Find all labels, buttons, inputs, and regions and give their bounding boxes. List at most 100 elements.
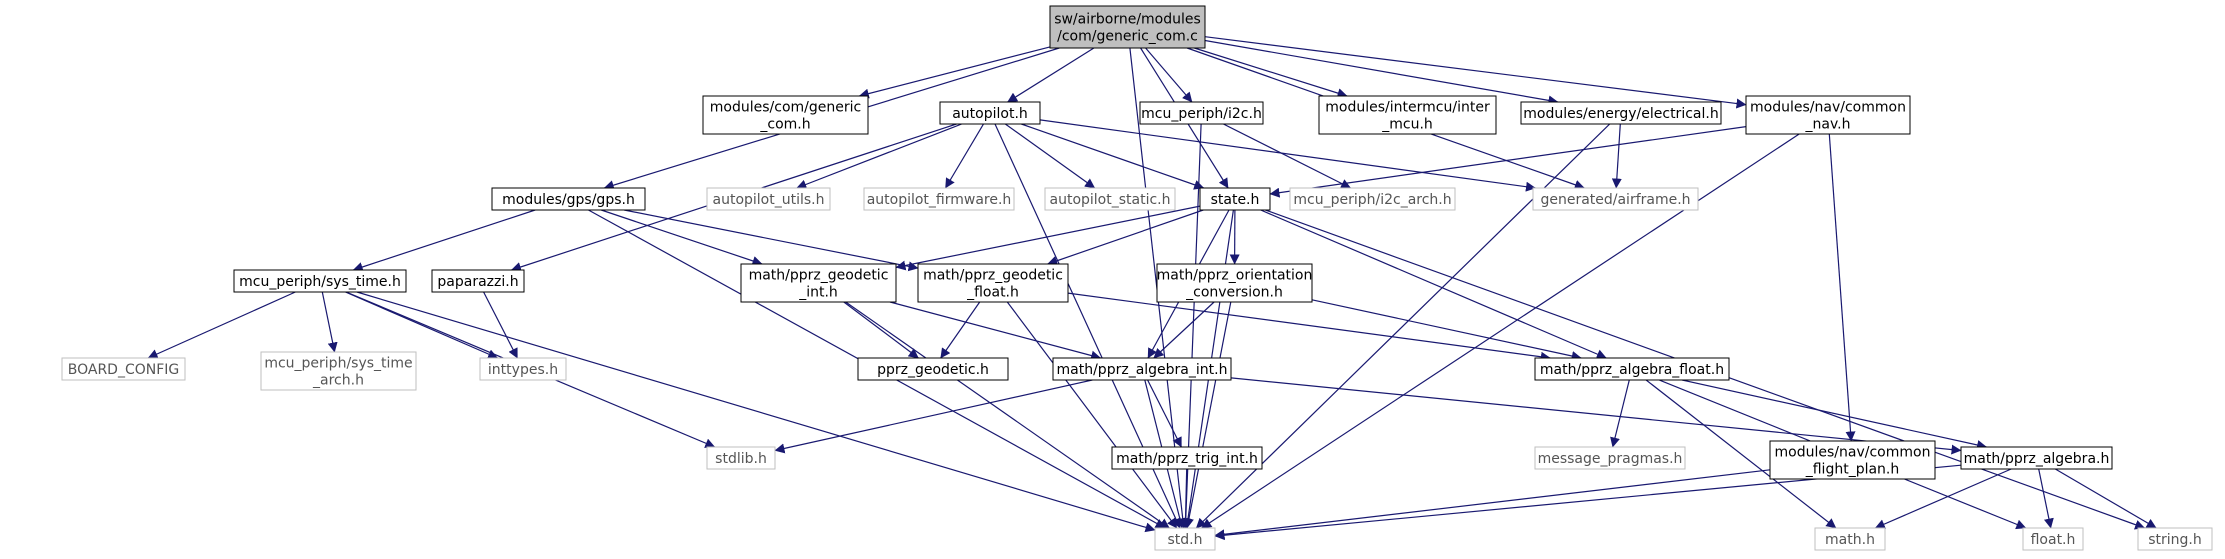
- node-electrical[interactable]: modules/energy/electrical.h: [1520, 101, 1722, 125]
- node-box: [706, 187, 831, 211]
- node-box: [1049, 5, 1206, 49]
- node-paparazzi[interactable]: paparazzi.h: [431, 269, 525, 293]
- node-box: [706, 446, 776, 470]
- edge-root-to-i2c: [1145, 47, 1193, 103]
- node-label: modules/intermcu/inter: [1325, 100, 1490, 116]
- edge-root-to-autopilot: [1007, 47, 1095, 103]
- node-commonnav[interactable]: modules/nav/common_nav.h: [1745, 95, 1911, 135]
- node-apu: autopilot_utils.h: [706, 187, 831, 211]
- node-label: math/pprz_geodetic: [749, 268, 889, 284]
- node-box: [857, 357, 1009, 381]
- edge-pai-to-pti: [1147, 379, 1182, 448]
- edge-state-to-pgi: [895, 205, 1201, 271]
- node-state[interactable]: state.h: [1199, 187, 1271, 211]
- node-box: [1520, 101, 1722, 125]
- node-pai[interactable]: math/pprz_algebra_int.h: [1052, 357, 1232, 381]
- node-label: pprz_geodetic.h: [877, 362, 989, 378]
- node-box: [702, 95, 869, 135]
- node-root[interactable]: sw/airborne/modules/com/generic_com.c: [1049, 5, 1206, 49]
- node-box: [2022, 527, 2084, 551]
- edge-gps-to-pgi: [601, 209, 763, 266]
- node-math: math.h: [1814, 527, 1886, 551]
- node-autopilot[interactable]: autopilot.h: [939, 101, 1041, 125]
- edge-poc-to-std: [1183, 301, 1232, 529]
- node-i2c[interactable]: mcu_periph/i2c.h: [1139, 101, 1264, 125]
- node-box: [1156, 263, 1313, 303]
- node-gps[interactable]: modules/gps/gps.h: [491, 187, 646, 211]
- edge-poc-to-pai: [1153, 301, 1215, 359]
- node-aps: autopilot_static.h: [1044, 187, 1176, 211]
- node-label: _int.h: [798, 285, 838, 301]
- node-i2carch: mcu_periph/i2c_arch.h: [1289, 187, 1456, 211]
- edge-state-to-pgf: [1047, 209, 1204, 266]
- node-label: _nav.h: [1805, 117, 1851, 133]
- edge-pa-to-string: [2054, 468, 2157, 529]
- node-box: [1534, 446, 1686, 470]
- node-pgf[interactable]: math/pprz_geodetic_float.h: [917, 263, 1069, 303]
- node-box: [431, 269, 525, 293]
- node-box: [479, 357, 567, 381]
- node-label: modules/energy/electrical.h: [1523, 106, 1718, 122]
- node-label: math/pprz_algebra_float.h: [1540, 362, 1724, 378]
- edge-electrical-to-airframe: [1611, 123, 1622, 189]
- node-label: autopilot_static.h: [1050, 192, 1171, 208]
- node-systime[interactable]: mcu_periph/sys_time.h: [233, 269, 407, 293]
- node-stal: mcu_periph/sys_time_arch.h: [260, 351, 417, 391]
- node-std: std.h: [1154, 527, 1216, 551]
- node-label: state.h: [1211, 192, 1260, 208]
- edge-i2c-to-i2carch: [1223, 123, 1352, 189]
- node-label: math/pprz_algebra.h: [1964, 451, 2110, 467]
- node-box: [740, 263, 897, 303]
- node-box: [1044, 187, 1176, 211]
- edge-systime-to-board: [147, 291, 296, 359]
- edge-pgi-to-std: [845, 301, 1170, 529]
- edge-state-to-paf: [1260, 209, 1607, 359]
- edge-root-to-commonnav: [1204, 36, 1747, 109]
- edge-paf-to-pa: [1681, 379, 1987, 450]
- node-intermcu[interactable]: modules/intermcu/inter_mcu.h: [1318, 95, 1497, 135]
- node-paf[interactable]: math/pprz_algebra_float.h: [1534, 357, 1730, 381]
- node-box: [491, 187, 646, 211]
- node-box: [1745, 95, 1911, 135]
- node-box: [1111, 446, 1263, 470]
- node-label: autopilot.h: [952, 106, 1028, 122]
- edge-pgi-to-pai: [889, 301, 1102, 361]
- node-box: [1154, 527, 1216, 551]
- edge-pgf-to-paf: [1067, 292, 1551, 362]
- node-pa[interactable]: math/pprz_algebra.h: [1960, 446, 2113, 470]
- node-box: [1052, 357, 1232, 381]
- node-box: [1814, 527, 1886, 551]
- edge-autopilot-to-airframe: [1039, 119, 1536, 192]
- node-box: [863, 187, 1015, 211]
- node-box: [1139, 101, 1264, 125]
- node-pgi[interactable]: math/pprz_geodetic_int.h: [740, 263, 897, 303]
- node-label: math/pprz_geodetic: [923, 268, 1063, 284]
- node-pg[interactable]: pprz_geodetic.h: [857, 357, 1009, 381]
- node-label: math/pprz_trig_int.h: [1116, 451, 1258, 467]
- node-pti[interactable]: math/pprz_trig_int.h: [1111, 446, 1263, 470]
- node-box: [1534, 357, 1730, 381]
- node-label: _float.h: [966, 285, 1019, 301]
- edge-pa-to-float: [2038, 468, 2054, 529]
- node-label: math/pprz_orientation: [1157, 268, 1313, 284]
- edge-systime-to-stal: [321, 291, 338, 353]
- node-cfp[interactable]: modules/nav/common_flight_plan.h: [1769, 440, 1936, 480]
- node-label: mcu_periph/sys_time.h: [239, 274, 401, 290]
- node-label: mcu_periph/sys_time: [264, 356, 412, 372]
- edge-root-to-modcomgen: [858, 46, 1051, 99]
- edge-commonnav-to-std: [1201, 133, 1800, 529]
- edge-autopilot-to-apf: [944, 123, 985, 189]
- edge-autopilot-to-aps: [1004, 123, 1096, 189]
- edge-pai-to-pa: [1230, 377, 1962, 455]
- node-box: [260, 351, 417, 391]
- edge-cfp-to-std: [1214, 469, 1771, 540]
- node-label: _com.h: [759, 117, 810, 133]
- edge-pti-to-std: [1180, 468, 1191, 529]
- edge-pgf-to-pg: [940, 301, 981, 359]
- node-modcomgen[interactable]: modules/com/generic_com.h: [702, 95, 869, 135]
- node-poc[interactable]: math/pprz_orientation_conversion.h: [1156, 263, 1313, 303]
- node-box: [1199, 187, 1271, 211]
- node-label: math/pprz_algebra_int.h: [1057, 362, 1228, 378]
- node-stdlib: stdlib.h: [706, 446, 776, 470]
